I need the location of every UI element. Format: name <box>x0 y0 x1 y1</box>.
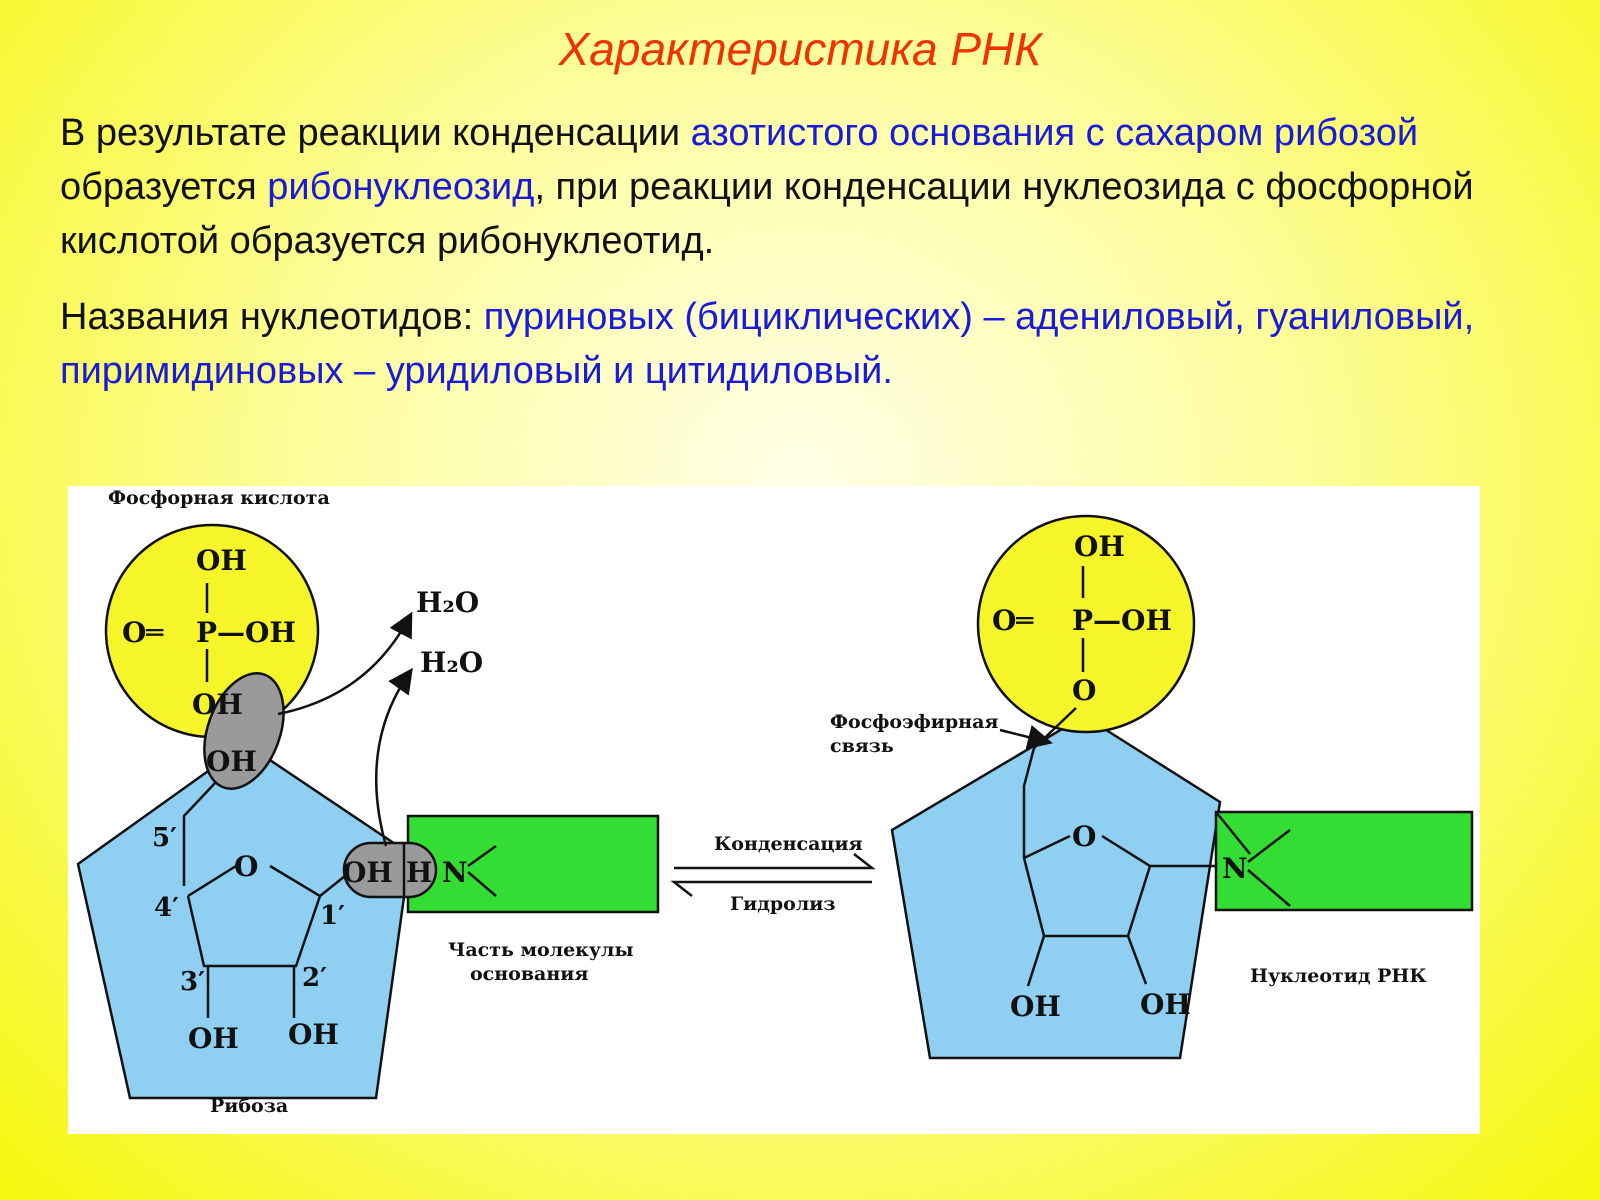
water-arrow-1 <box>277 611 413 716</box>
nucleotide-phosphate-o: O <box>1072 674 1096 707</box>
nucleotide-phosphate-p-oh: P—OH <box>1072 604 1172 637</box>
phosphoester-arrow <box>999 725 1053 750</box>
ribose-oh-5: OH <box>206 745 257 778</box>
ribose-ring <box>186 864 322 968</box>
label-c5: 5′ <box>152 823 177 853</box>
condensation-arrow <box>674 853 876 870</box>
nucleotide-oh-2: OH <box>1140 988 1191 1021</box>
para1-text-1: В результате реакции конденсации <box>60 112 691 154</box>
para1-text-3: , при реакции конденсации нуклеозида с ф… <box>60 166 1474 262</box>
phosphate-oh-top: OH <box>196 544 247 577</box>
label-ribose: Рибоза <box>210 1095 288 1117</box>
nucleotide-oh-3: OH <box>1010 990 1061 1023</box>
ribose-pentagon <box>76 742 412 1100</box>
water-arrow-2 <box>374 667 413 847</box>
water-label-1: H₂O <box>416 586 479 619</box>
phosphate-oh-bottom: OH <box>192 688 243 721</box>
label-phosphoester-1: Фосфоэфирная <box>830 711 998 733</box>
label-c2: 2′ <box>302 963 327 993</box>
base-h: H <box>406 856 432 889</box>
label-c1: 1′ <box>320 901 345 931</box>
label-c4: 4′ <box>154 893 179 923</box>
base-n-bond-1 <box>467 844 497 868</box>
ribose-oh-2: OH <box>288 1018 339 1051</box>
label-hydrolysis: Гидролиз <box>730 893 835 915</box>
para1-highlight-1: азотистого основания с сахаром рибозой <box>690 112 1419 154</box>
nucleotide-ring-o: O <box>1072 820 1096 853</box>
nucleotide-ribose-pentagon <box>890 714 1222 1060</box>
nucleotide-phosphate-oh-top: OH <box>1074 530 1125 563</box>
label-phosphoric-acid: Фосфорная кислота <box>108 487 330 509</box>
ribose-oh-3: OH <box>188 1022 239 1055</box>
para2-text-1: Названия нуклеотидов: <box>60 296 484 338</box>
label-base-part-2: основания <box>470 963 588 985</box>
nucleotide-phosphate-circle <box>976 514 1196 734</box>
base-rectangle <box>406 814 660 914</box>
ribose-ring-o: O <box>234 850 258 883</box>
base-n-bond-2 <box>467 871 497 897</box>
para1-text-2: образуется <box>60 166 268 208</box>
phosphate-p-oh: P—OH <box>196 616 296 649</box>
nucleotide-base-edge <box>1215 811 1251 855</box>
water-ellipse-base <box>342 841 438 899</box>
water-label-2: H₂O <box>420 646 483 679</box>
para2-highlight-1: пуриновых (бициклических) – адениловый, … <box>60 296 1475 392</box>
phosphate-o-double: O═ <box>122 616 164 649</box>
label-phosphoester-2: связь <box>830 735 894 757</box>
nucleotide-c2-bond <box>1126 935 1148 985</box>
nucleotide-phosphate-o-double: O═ <box>992 604 1034 637</box>
label-nucleotide: Нуклеотид РНК <box>1250 965 1427 987</box>
diagram-svg: Фосфорная кислота OH O═ P—OH OH OH 5′ O … <box>76 487 1474 1117</box>
label-condensation: Конденсация <box>714 833 863 855</box>
nucleotide-c3-bond <box>1026 935 1046 987</box>
hydrolysis-arrow <box>670 880 872 897</box>
water-ellipse-phosphate <box>203 672 285 790</box>
label-base-part-1: Часть молекулы <box>448 939 634 961</box>
nucleotide-base-n: N <box>1222 852 1248 885</box>
paragraph-nucleotide-names: Названия нуклеотидов: пуриновых (бицикли… <box>60 290 1550 398</box>
paragraph-condensation: В результате реакции конденсации азотист… <box>60 106 1550 268</box>
base-n: N <box>442 856 468 889</box>
label-c3: 3′ <box>180 967 205 997</box>
nucleotide-n-bond-1 <box>1247 829 1291 863</box>
slide-title: Характеристика РНК <box>558 23 1042 75</box>
nucleotide-c5-chain <box>1022 707 1077 858</box>
ribose-c5-chain <box>182 781 217 886</box>
nucleotide-base-rectangle <box>1214 810 1474 912</box>
nucleotide-diagram: Фосфорная кислота OH O═ P—OH OH OH 5′ O … <box>68 486 1480 1134</box>
ribose-oh-1: OH <box>342 856 393 889</box>
nucleotide-n-bond-2 <box>1247 869 1291 907</box>
para1-highlight-2: рибонуклеозид <box>267 166 535 208</box>
